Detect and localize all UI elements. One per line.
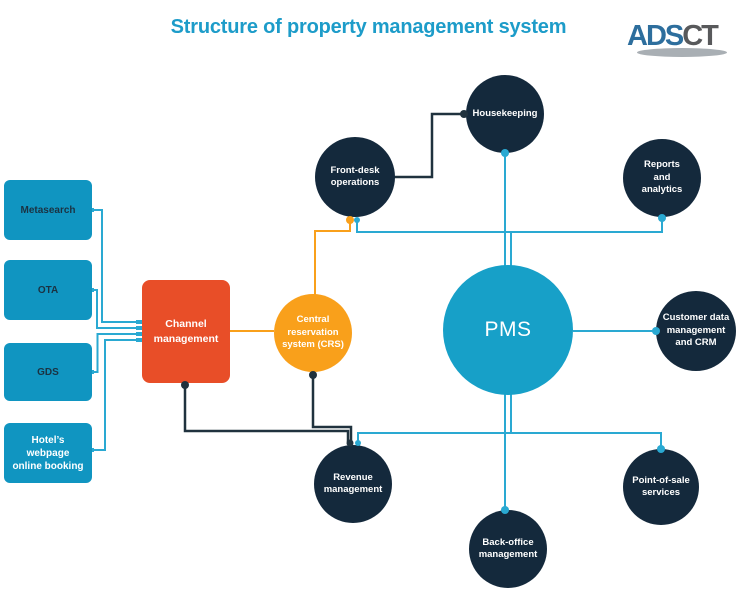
- edge-channel-revenue: [183, 385, 350, 442]
- logo-text-secondary: CT: [682, 20, 719, 52]
- connector-dot: [346, 216, 354, 224]
- node-housekeeping: Housekeeping: [466, 75, 544, 153]
- logo-wordmark: ADSCT: [627, 22, 729, 51]
- page-title: Structure of property management system: [170, 16, 567, 38]
- edge-metasearch-channel: [92, 209, 140, 323]
- adsct-logo: ADSCT: [627, 22, 729, 60]
- node-revenue-management: Revenue management: [314, 445, 392, 523]
- edge-frontdesk-housekeeping: [393, 112, 463, 179]
- logo-text-primary: ADS: [627, 20, 684, 52]
- node-crs: Central reservation system (CRS): [274, 294, 352, 372]
- node-front-desk-operations: Front-desk operations: [315, 137, 395, 217]
- connector-dot: [354, 217, 360, 223]
- node-point-of-sale: Point-of-sale services: [623, 449, 699, 525]
- edge-crs-revenue: [311, 375, 353, 442]
- node-hotel-webpage: Hotel’s webpage online booking: [4, 423, 92, 483]
- node-customer-data-crm: Customer data management and CRM: [656, 291, 736, 371]
- edge-gds-channel: [92, 333, 140, 373]
- edge-revenue-pos-bus: [357, 432, 662, 448]
- node-gds: GDS: [4, 343, 92, 401]
- connector-dot: [309, 371, 317, 379]
- node-back-office: Back-office management: [469, 510, 547, 588]
- node-channel-management: Channel management: [142, 280, 230, 383]
- edge-ota-channel: [92, 289, 140, 329]
- node-ota: OTA: [4, 260, 92, 320]
- node-metasearch: Metasearch: [4, 180, 92, 240]
- logo-swoosh-shape: [637, 48, 727, 57]
- node-pms: PMS: [443, 265, 573, 395]
- edge-hotel-channel: [92, 339, 140, 451]
- node-reports-analytics: Reports and analytics: [623, 139, 701, 217]
- edge-crs-frontdesk: [314, 220, 351, 295]
- edge-frontdesk-reports-bus: [356, 219, 663, 233]
